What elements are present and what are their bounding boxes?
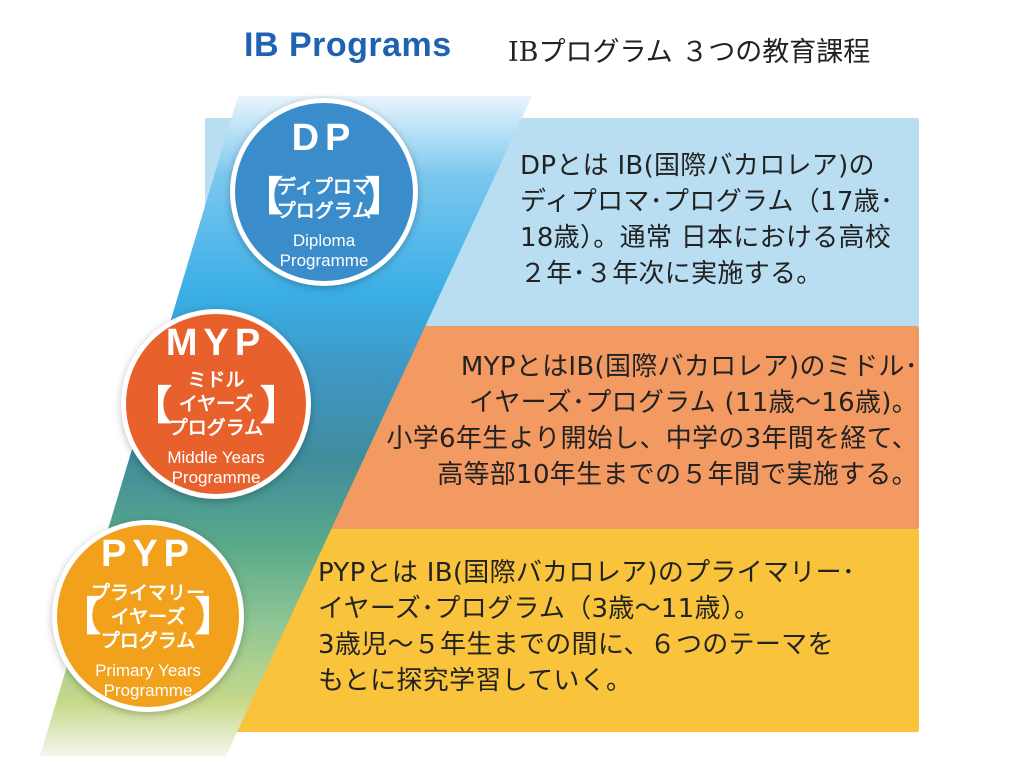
dp-description: DPとは IB(国際バカロレア)の ディプロマ･プログラム（17歳･ 18歳）。…	[520, 151, 894, 289]
right-bracket-icon: 】	[365, 174, 405, 220]
myp-abbr: MYP	[165, 322, 267, 364]
left-bracket-icon: 【	[243, 174, 283, 220]
left-bracket-icon: 【	[61, 594, 101, 640]
pyp-description: PYPとは IB(国際バカロレア)のプライマリー･ イヤーズ･プログラム（3歳～…	[318, 558, 856, 696]
pyp-name-en: Primary Years Programme	[95, 661, 201, 700]
title-english: IB Programs	[244, 26, 452, 64]
dp-name-en: Diploma Programme	[279, 231, 369, 270]
dp-abbr: DP	[291, 117, 357, 159]
header: IB Programs IBプログラム ３つの教育課程	[0, 24, 1024, 74]
pyp-name-jp: プライマリー イヤーズ プログラム	[90, 582, 205, 652]
myp-badge: MYP 【 ミドル イヤーズ プログラム 】 Middle Years Prog…	[121, 309, 311, 499]
pyp-band	[205, 529, 919, 732]
title-japanese: IBプログラム ３つの教育課程	[508, 37, 871, 68]
pyp-abbr: PYP	[100, 533, 196, 575]
myp-description: MYPとはIB(国際バカロレア)のミドル･ イヤーズ･プログラム (11歳～16…	[386, 352, 918, 490]
myp-name-en: Middle Years Programme	[167, 448, 265, 487]
myp-name-jp: ミドル イヤーズ プログラム	[168, 369, 264, 439]
pyp-badge: PYP 【 プライマリー イヤーズ プログラム 】 Primary Years …	[52, 520, 244, 712]
dp-name-jp: ディプロマ プログラム	[276, 176, 372, 222]
right-bracket-icon: 】	[260, 383, 300, 429]
left-bracket-icon: 【	[132, 383, 172, 429]
dp-badge: DP 【 ディプロマ プログラム 】 Diploma Programme	[230, 98, 418, 286]
right-bracket-icon: 】	[195, 594, 235, 640]
